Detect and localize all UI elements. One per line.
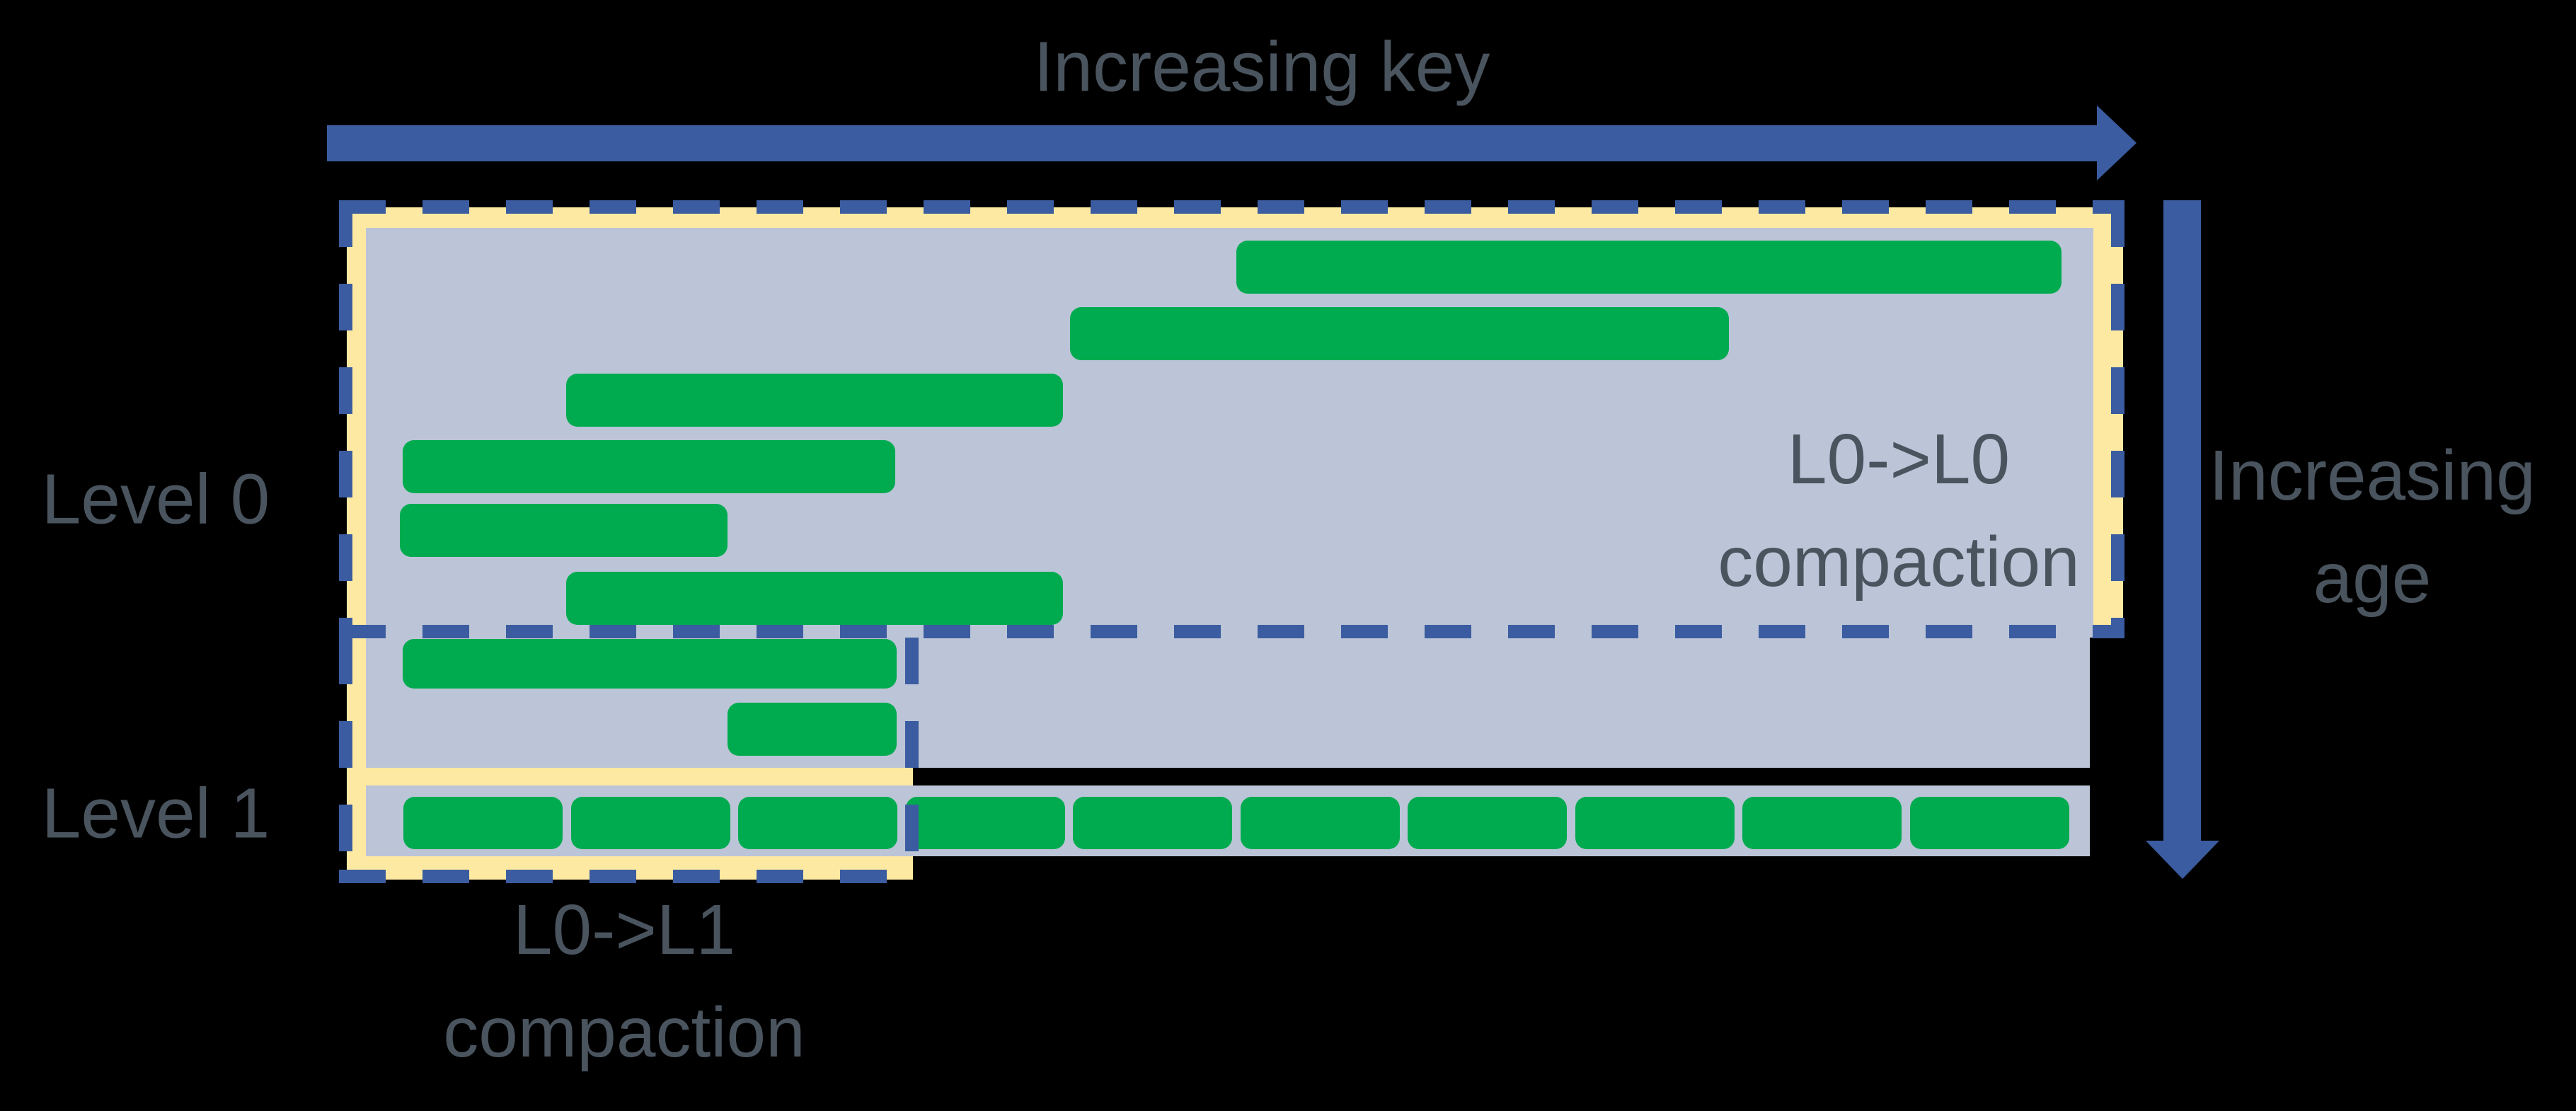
increasing-age-label: Increasing age — [2209, 425, 2535, 630]
l0-l1-compaction-label: L0->L1 compaction — [443, 879, 805, 1084]
increasing-age-arrow — [2163, 200, 2201, 841]
l0-l1-compaction-label-line1: L0->L1 — [512, 890, 736, 969]
sstable-bar — [1073, 797, 1232, 849]
l0-l0-compaction-label-line1: L0->L0 — [1787, 420, 2011, 499]
l0-box-dashed-border-bottom — [339, 625, 2124, 638]
increasing-key-arrow — [327, 125, 2098, 161]
sstable-bar — [1910, 797, 2069, 849]
l0-box-dashed-border-left — [339, 200, 352, 638]
sstable-bar — [403, 797, 563, 849]
sstable-bar — [906, 797, 1065, 849]
increasing-key-arrowhead-icon — [2097, 105, 2137, 180]
l0-l0-compaction-label: L0->L0 compaction — [1718, 408, 2079, 614]
sstable-bar — [728, 703, 897, 756]
sstable-bar — [1241, 797, 1400, 849]
sstable-bar — [738, 797, 897, 849]
sstable-bar — [403, 639, 897, 689]
sstable-bar — [1742, 797, 1902, 849]
increasing-age-label-line2: age — [2313, 539, 2432, 618]
sstable-bar — [566, 572, 1063, 625]
l0-l1-box-dashed-border-bottom — [339, 870, 918, 883]
l0-l1-box-dashed-border-right — [905, 638, 919, 883]
sstable-bar — [1575, 797, 1735, 849]
increasing-key-label: Increasing key — [1033, 27, 1490, 107]
l0-l0-compaction-label-line2: compaction — [1718, 522, 2080, 601]
sstable-bar — [1070, 307, 1729, 360]
l0-l1-box-dashed-border-left — [339, 638, 352, 883]
l0-box-dashed-border-top — [339, 200, 2124, 214]
sstable-bar — [1408, 797, 1567, 849]
level0-label: Level 0 — [41, 459, 270, 539]
level1-label: Level 1 — [41, 773, 270, 853]
increasing-age-label-line1: Increasing — [2209, 436, 2536, 515]
sstable-bar — [403, 440, 895, 493]
l0-box-dashed-border-right — [2111, 200, 2124, 638]
sstable-bar — [400, 504, 728, 557]
sstable-bar — [571, 797, 730, 849]
sstable-bar — [1236, 241, 2062, 294]
level0-area — [366, 228, 2093, 638]
increasing-age-arrowhead-icon — [2146, 841, 2219, 879]
sstable-bar — [566, 374, 1063, 427]
l0-l1-compaction-label-line2: compaction — [443, 993, 805, 1072]
